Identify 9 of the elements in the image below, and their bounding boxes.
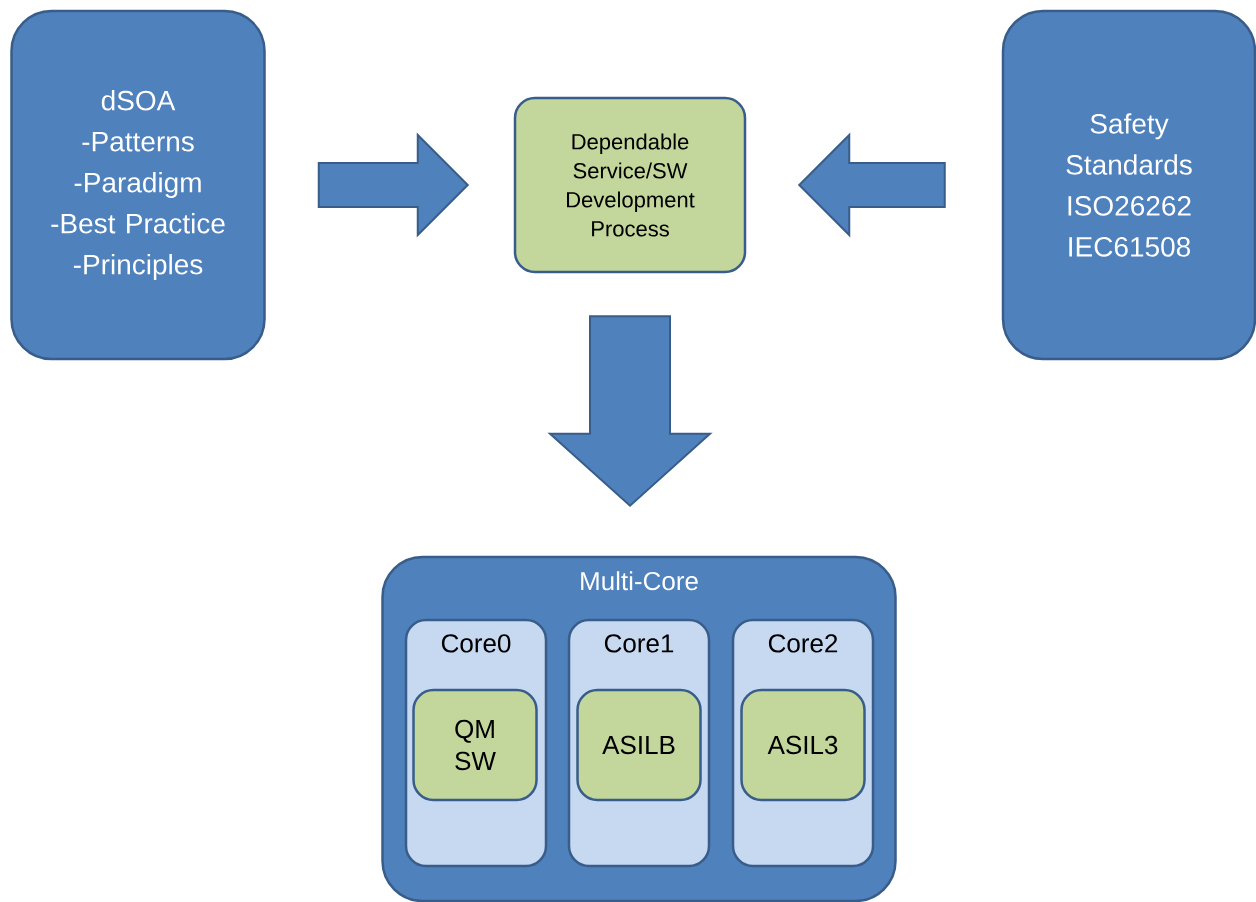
process-box: ASIL3 [740, 688, 866, 802]
process-box: QM SW [412, 688, 538, 802]
block-arrow [317, 132, 470, 238]
process-box: Dependable Service/SW Development Process [513, 96, 747, 274]
block-arrow [547, 315, 713, 508]
process-box: dSOA -Patterns -Paradigm -Best Practice -Principles [10, 9, 266, 361]
process-box: Safety Standards ISO26262 IEC61508 [1001, 9, 1256, 361]
block-arrow [797, 132, 946, 238]
process-box: ASILB [576, 688, 702, 802]
